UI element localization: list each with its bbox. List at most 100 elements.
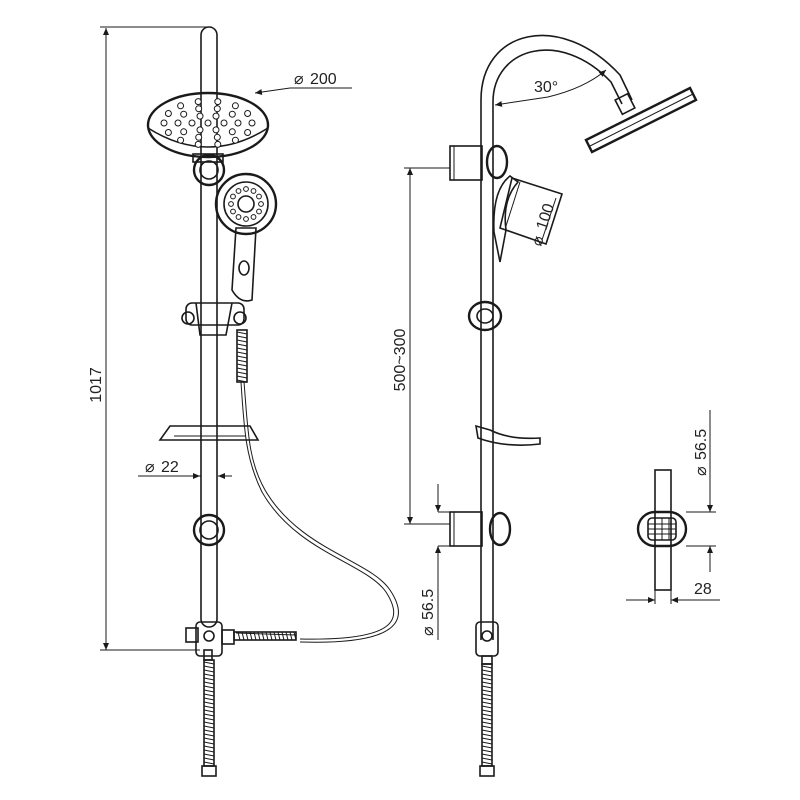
coil-segment bbox=[481, 709, 493, 713]
coil-segment bbox=[481, 681, 493, 685]
coil-segment bbox=[203, 709, 215, 713]
coil-segment bbox=[203, 669, 215, 673]
coil-segment bbox=[236, 375, 248, 379]
coil-segment bbox=[203, 753, 215, 757]
coil-segment bbox=[203, 729, 215, 733]
rail-diameter-label: 22 bbox=[161, 459, 179, 476]
diameter-symbol: ⌀ bbox=[693, 466, 710, 476]
lower-ring-bracket bbox=[192, 513, 226, 547]
coil-segment bbox=[203, 757, 215, 761]
side-bracket-diameter-dimension: ⌀ 56.5 bbox=[420, 484, 450, 640]
overall-height-label: 1017 bbox=[88, 367, 105, 403]
nozzle bbox=[214, 140, 222, 148]
upper-ring-bracket bbox=[192, 153, 226, 187]
nozzle bbox=[212, 126, 220, 134]
hand-shower bbox=[214, 172, 278, 302]
diverter-valve bbox=[185, 621, 297, 657]
coil-segment bbox=[203, 681, 215, 685]
valve-hose-coil bbox=[235, 631, 297, 641]
nozzle bbox=[195, 105, 203, 113]
nozzle bbox=[196, 112, 204, 120]
nozzle bbox=[164, 110, 172, 117]
coil-segment bbox=[481, 753, 493, 757]
coil-segment bbox=[481, 705, 493, 709]
coil-segment bbox=[203, 725, 215, 729]
coil-segment bbox=[203, 733, 215, 737]
side-slider-holder bbox=[467, 300, 503, 332]
coil-segment bbox=[203, 721, 215, 725]
coil-segment bbox=[203, 705, 215, 709]
coil-segment bbox=[481, 729, 493, 733]
side-view: 30° ⌀ 100 bbox=[392, 34, 698, 777]
arm-angle-dimension: 30° bbox=[494, 69, 607, 107]
coil-segment bbox=[245, 631, 249, 641]
coil-segment bbox=[481, 689, 493, 693]
coil-segment bbox=[236, 335, 248, 339]
nozzle bbox=[194, 140, 202, 148]
hose-coil bbox=[236, 331, 248, 383]
coil-segment bbox=[203, 689, 215, 693]
nozzle bbox=[196, 126, 204, 134]
coil-segment bbox=[481, 737, 493, 741]
coil-segment bbox=[261, 631, 265, 641]
coil-segment bbox=[236, 347, 248, 351]
coil-segment bbox=[481, 717, 493, 721]
nozzle bbox=[212, 112, 220, 120]
detail-bracket-depth-label: 28 bbox=[694, 581, 712, 598]
nozzle bbox=[231, 136, 239, 144]
nozzle bbox=[234, 119, 242, 127]
nozzle bbox=[220, 119, 228, 127]
coil-segment bbox=[203, 745, 215, 749]
nozzle bbox=[180, 128, 188, 136]
diameter-symbol: ⌀ bbox=[294, 71, 304, 88]
nozzle bbox=[177, 136, 185, 144]
coil-segment bbox=[236, 367, 248, 371]
rail-diameter-dimension: ⌀ 22 bbox=[138, 459, 232, 479]
coil-segment bbox=[236, 379, 248, 383]
nozzle bbox=[250, 188, 257, 194]
coil-segment bbox=[481, 701, 493, 705]
nozzle bbox=[164, 129, 172, 136]
coil-segment bbox=[289, 631, 293, 641]
diameter-symbol: ⌀ bbox=[420, 626, 437, 636]
hand-shower-hose bbox=[236, 329, 399, 643]
coil-segment bbox=[481, 685, 493, 689]
coil-segment bbox=[203, 665, 215, 669]
arm-angle-label: 30° bbox=[534, 79, 558, 96]
side-soap-dish bbox=[475, 424, 541, 446]
hand-shower-nozzles bbox=[228, 186, 264, 222]
nozzle bbox=[235, 214, 242, 220]
overhead-nozzle-grid bbox=[160, 98, 256, 148]
hand-shower-diameter-label: 100 bbox=[534, 201, 558, 232]
nozzle bbox=[213, 133, 221, 141]
detail-bracket-diameter-label: 56.5 bbox=[693, 429, 710, 460]
nozzle bbox=[194, 98, 202, 106]
nozzle bbox=[244, 110, 252, 117]
nozzle bbox=[228, 201, 234, 207]
nozzle bbox=[213, 105, 221, 113]
coil-segment bbox=[481, 693, 493, 697]
coil-segment bbox=[203, 685, 215, 689]
coil-segment bbox=[481, 665, 493, 669]
side-lower-bracket bbox=[449, 511, 512, 547]
coil-segment bbox=[203, 701, 215, 705]
coil-segment bbox=[203, 713, 215, 717]
hand-shower-diameter-dimension: ⌀ 100 bbox=[529, 201, 558, 248]
side-lower-flexible-hose bbox=[479, 663, 495, 777]
coil-segment bbox=[236, 363, 248, 367]
coil-segment bbox=[236, 355, 248, 359]
side-diverter-valve bbox=[475, 621, 499, 665]
side-bracket-diameter-label: 56.5 bbox=[420, 589, 437, 620]
coil-segment bbox=[203, 749, 215, 753]
nozzle bbox=[188, 119, 196, 127]
coil-segment bbox=[203, 761, 215, 765]
coil-segment bbox=[273, 631, 277, 641]
side-rail-and-arm bbox=[480, 34, 633, 640]
diameter-symbol: ⌀ bbox=[145, 459, 155, 476]
nozzle bbox=[244, 129, 252, 136]
soap-dish bbox=[158, 425, 260, 441]
nozzle bbox=[235, 188, 242, 194]
coil-segment bbox=[236, 371, 248, 375]
coil-segment bbox=[203, 693, 215, 697]
